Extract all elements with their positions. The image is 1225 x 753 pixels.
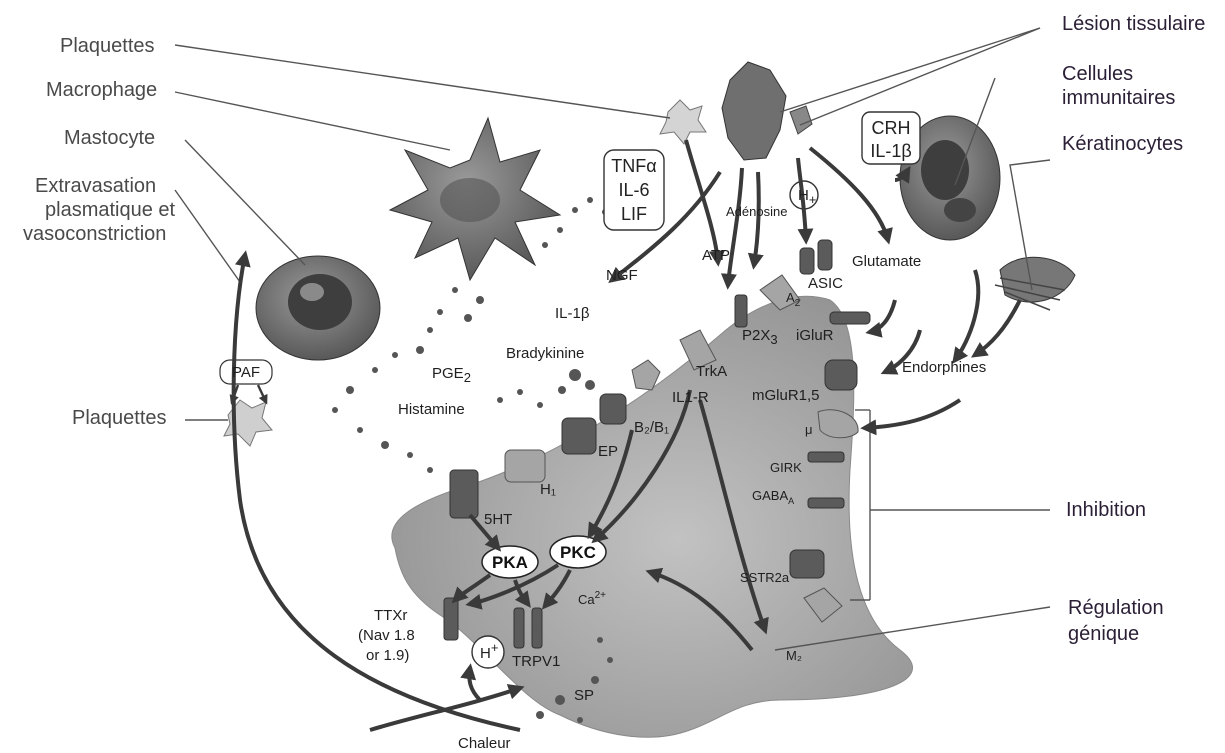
receptor-p2x3: [735, 295, 747, 327]
receptor-asic: [800, 248, 814, 274]
receptor-sstr2a: [790, 550, 824, 578]
label-glutamate: Glutamate: [852, 253, 921, 270]
channel-ttxr: [444, 598, 458, 640]
label-bradykinine: Bradykinine: [506, 345, 584, 362]
label-adenosine: Adénosine: [726, 204, 787, 219]
label-m2: M₂: [786, 648, 802, 663]
box-il1b: IL-1β: [870, 141, 911, 161]
label-mglur: mGluR1,5: [752, 387, 820, 404]
label-cellules-2: immunitaires: [1062, 87, 1175, 109]
tissue-lesion: [722, 62, 812, 160]
label-il1r: IL1-R: [672, 389, 709, 406]
label-cellules-1: Cellules: [1062, 63, 1133, 85]
label-keratinocytes: Kératinocytes: [1062, 133, 1183, 155]
label-extravasation-1: Extravasation: [35, 175, 156, 197]
label-mu: μ: [805, 422, 813, 437]
receptor-b2b1: [600, 394, 626, 424]
label-plaquettes-left: Plaquettes: [72, 407, 167, 429]
label-sstr2a: SSTR2a: [740, 570, 790, 585]
label-il1b: IL-1β: [555, 305, 590, 322]
label-b2b1: B₂/B₁: [634, 419, 669, 436]
box-tnfa: TNFα: [611, 156, 656, 176]
label-iglur: iGluR: [796, 327, 834, 344]
receptor-5ht: [450, 470, 478, 518]
box-lif: LIF: [621, 204, 647, 224]
label-pka: PKA: [492, 553, 528, 572]
box-paf: PAF: [232, 364, 260, 381]
label-endorphines: Endorphines: [902, 359, 986, 376]
label-trka: TrkA: [696, 363, 727, 380]
label-5ht: 5HT: [484, 511, 512, 528]
label-lesion-tissulaire: Lésion tissulaire: [1062, 13, 1205, 35]
label-asic: ASIC: [808, 275, 843, 292]
label-ep: EP: [598, 443, 618, 460]
label-ngf: NGF: [606, 267, 638, 284]
label-plaquettes-top: Plaquettes: [60, 35, 155, 57]
box-crh: CRH: [872, 118, 911, 138]
receptor-iglur: [830, 312, 870, 324]
label-mastocyte: Mastocyte: [64, 127, 155, 149]
label-girk: GIRK: [770, 460, 802, 475]
label-extravasation-3: vasoconstriction: [23, 223, 166, 245]
label-chaleur: Chaleur: [458, 735, 511, 752]
label-ttxr-1: TTXr: [374, 607, 407, 624]
label-h1: H₁: [540, 481, 556, 498]
mastocyte-cell: [256, 256, 380, 360]
label-pge2: PGE2: [432, 365, 471, 385]
receptor-h1: [505, 450, 545, 482]
label-extravasation-2: plasmatique et: [45, 199, 176, 221]
receptor-asic-2: [818, 240, 832, 270]
platelet-left: [224, 400, 272, 446]
label-trpv1: TRPV1: [512, 653, 560, 670]
label-regulation-2: génique: [1068, 623, 1139, 645]
label-ttxr-2: (Nav 1.8: [358, 627, 415, 644]
receptor-girk: [808, 452, 844, 462]
label-macrophage: Macrophage: [46, 79, 157, 101]
label-atp: ATP: [702, 247, 730, 264]
label-regulation-1: Régulation: [1068, 597, 1164, 619]
label-ttxr-3: or 1.9): [366, 647, 409, 664]
box-il6: IL-6: [618, 180, 649, 200]
keratinocytes-cells: [995, 257, 1075, 310]
channel-trpv1: [514, 608, 524, 648]
channel-trpv1-2: [532, 608, 542, 648]
receptor-gaba: [808, 498, 844, 508]
label-sp: SP: [574, 687, 594, 704]
platelet-top: [660, 100, 706, 144]
label-histamine: Histamine: [398, 401, 465, 418]
label-inhibition: Inhibition: [1066, 499, 1146, 521]
label-pkc: PKC: [560, 543, 596, 562]
receptor-mglur: [825, 360, 857, 390]
receptor-ep: [562, 418, 596, 454]
